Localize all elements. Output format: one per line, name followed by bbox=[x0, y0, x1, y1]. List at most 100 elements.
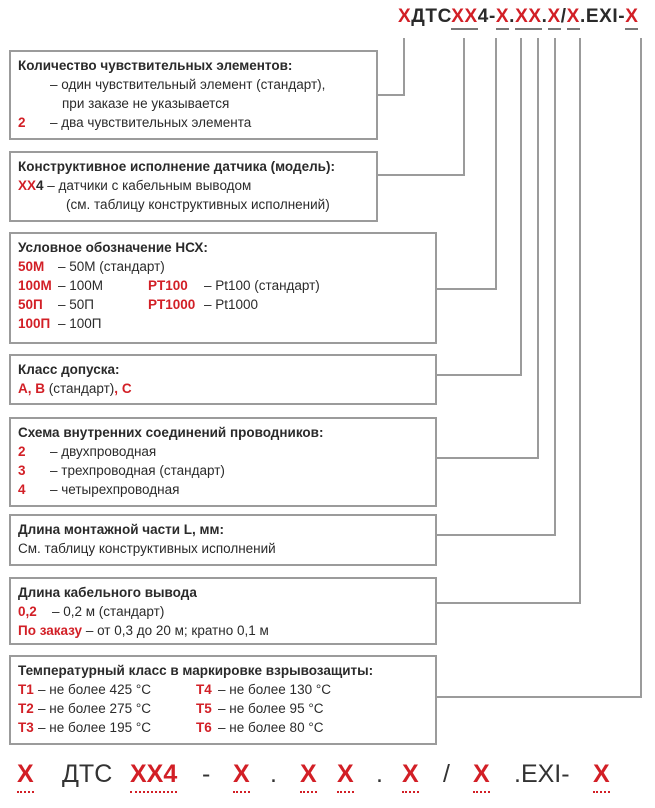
option-text: – двухпроводная bbox=[50, 444, 157, 459]
option-code: 4 bbox=[36, 178, 44, 193]
option-text: – не более 195 °С bbox=[38, 720, 151, 735]
connector-line-6 bbox=[437, 38, 556, 536]
code-part: Х bbox=[402, 760, 419, 793]
option-row: 3 – трехпроводная (стандарт) bbox=[18, 461, 428, 480]
option-row: 2 – два чувствительных элемента bbox=[18, 113, 369, 132]
option-code: 2 bbox=[18, 444, 26, 459]
option-code: Т5 bbox=[196, 701, 212, 716]
code-part: . bbox=[509, 6, 516, 27]
code-part: Х bbox=[473, 760, 490, 793]
option-code: 2 bbox=[18, 115, 26, 130]
option-text: – 100П bbox=[58, 316, 102, 331]
code-part: / bbox=[560, 6, 567, 27]
option-code: 100П bbox=[18, 316, 51, 331]
connector-line-5 bbox=[437, 38, 539, 459]
option-text: – 50П bbox=[58, 297, 94, 312]
code-part: . bbox=[541, 6, 548, 27]
option-code: По заказу bbox=[18, 623, 83, 638]
option-separator: , bbox=[114, 381, 122, 396]
code-part: ДТС bbox=[411, 6, 452, 27]
option-row: 100П – 100П bbox=[18, 314, 428, 333]
box-title: Класс допуска: bbox=[18, 362, 120, 377]
option-text: – не более 95 °С bbox=[218, 701, 324, 716]
code-part: Х bbox=[398, 6, 412, 27]
option-row: 0,2 – 0,2 м (стандарт) bbox=[18, 602, 428, 621]
model-box: Конструктивное исполнение датчика (модел… bbox=[9, 151, 378, 222]
option-row: 2 – двухпроводная bbox=[18, 442, 428, 461]
option-code: Т2 bbox=[18, 701, 34, 716]
order-code-header: ХДТСХХ4-Х.ХХ.Х/Х.EXI-Х bbox=[398, 6, 648, 36]
option-code: Т1 bbox=[18, 682, 34, 697]
option-code: В bbox=[35, 381, 46, 396]
connector-line-2 bbox=[378, 38, 465, 176]
option-text: (стандарт) bbox=[45, 381, 115, 396]
order-code-footer: Х ДТС ХХ4 - Х . Х Х . Х / Х .EXI- Х bbox=[0, 760, 655, 800]
code-part: Х bbox=[566, 6, 580, 30]
code-part: Х bbox=[17, 760, 34, 793]
code-part: .EXI- bbox=[514, 760, 570, 788]
option-row: ХХ4 – датчики с кабельным выводом bbox=[18, 176, 369, 195]
option-code: 4 bbox=[18, 482, 26, 497]
option-text: – Pt100 (стандарт) bbox=[204, 278, 320, 293]
option-code: ХХ bbox=[18, 178, 37, 193]
code-separator: - bbox=[202, 760, 211, 788]
option-code: Т4 bbox=[196, 682, 212, 697]
code-part: .EXI- bbox=[579, 6, 626, 27]
code-separator: . bbox=[270, 760, 277, 788]
temperature-class-box: Температурный класс в маркировке взрывоз… bbox=[9, 655, 437, 745]
option-text: – 100М bbox=[58, 278, 104, 293]
option-code: С bbox=[121, 381, 132, 396]
option-text: – один чувствительный элемент (стандарт)… bbox=[50, 77, 326, 92]
code-part: Х bbox=[593, 760, 610, 793]
code-part: Х bbox=[300, 760, 317, 793]
option-code: 3 bbox=[18, 463, 26, 478]
box-title: Схема внутренних соединений проводников: bbox=[18, 425, 324, 440]
code-part: Х bbox=[547, 6, 561, 30]
option-text: – два чувствительных элемента bbox=[50, 115, 252, 130]
code-part: 4- bbox=[477, 6, 496, 27]
option-text: – не более 80 °С bbox=[218, 720, 324, 735]
option-text: – от 0,3 до 20 м; кратно 0,1 м bbox=[85, 623, 269, 638]
code-part: Х bbox=[233, 760, 250, 793]
connector-line-3 bbox=[437, 38, 497, 290]
code-separator: . bbox=[376, 760, 383, 788]
code-part: ХХ bbox=[515, 6, 542, 30]
sensor-count-box: Количество чувствительных элементов: – о… bbox=[9, 50, 378, 140]
option-text: – 0,2 м (стандарт) bbox=[52, 604, 165, 619]
option-text: См. таблицу конструктивных исполнений bbox=[18, 541, 276, 556]
option-text: – не более 130 °С bbox=[218, 682, 331, 697]
option-text: – четырехпроводная bbox=[50, 482, 180, 497]
option-code: 0,2 bbox=[18, 604, 37, 619]
option-code: PT100 bbox=[148, 278, 188, 293]
option-row: при заказе не указывается bbox=[18, 94, 369, 113]
option-row: 4 – четырехпроводная bbox=[18, 480, 428, 499]
option-row: А, В (стандарт), С bbox=[18, 379, 428, 398]
option-row: 50М– 50М (стандарт) bbox=[18, 257, 428, 276]
connector-line-8 bbox=[437, 38, 642, 698]
cable-length-box: Длина кабельного вывода 0,2 – 0,2 м (стан… bbox=[9, 577, 437, 645]
code-part: ХХ4 bbox=[130, 760, 178, 793]
option-code: 50П bbox=[18, 297, 43, 312]
connector-line-4 bbox=[437, 38, 522, 376]
code-part: ДТС bbox=[62, 760, 113, 788]
nsh-box: Условное обозначение НСХ: 50М– 50М (стан… bbox=[9, 232, 437, 344]
option-code: Т6 bbox=[196, 720, 212, 735]
option-text: при заказе не указывается bbox=[62, 96, 230, 111]
option-text: – трехпроводная (стандарт) bbox=[50, 463, 225, 478]
box-title: Конструктивное исполнение датчика (модел… bbox=[18, 159, 335, 174]
code-part: Х bbox=[625, 6, 639, 30]
code-part: Х bbox=[495, 6, 510, 30]
option-code: А bbox=[18, 381, 28, 396]
option-row: – один чувствительный элемент (стандарт)… bbox=[18, 75, 369, 94]
code-part: ХХ bbox=[451, 6, 478, 30]
box-title: Количество чувствительных элементов: bbox=[18, 58, 293, 73]
box-title: Температурный класс в маркировке взрывоз… bbox=[18, 663, 374, 678]
box-title: Длина кабельного вывода bbox=[18, 585, 197, 600]
option-text: (см. таблицу конструктивных исполнений) bbox=[66, 197, 330, 212]
